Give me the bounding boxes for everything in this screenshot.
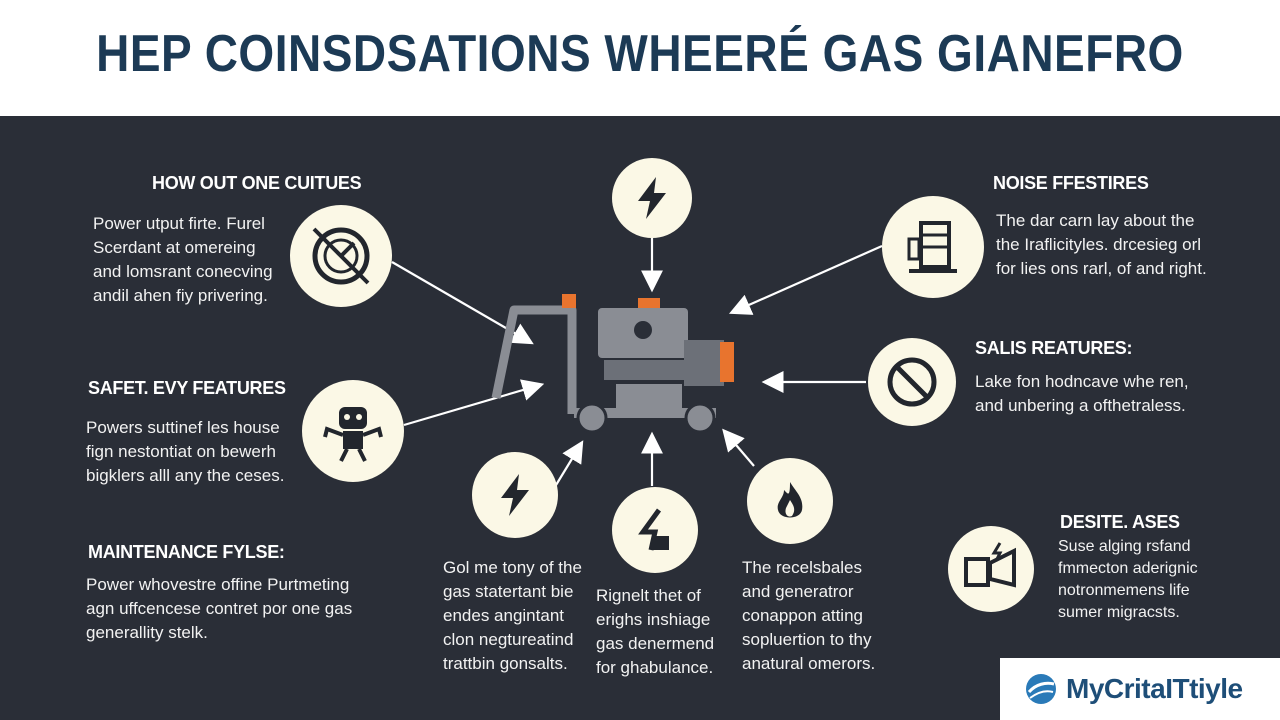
lightning-icon <box>612 158 692 238</box>
lightning-icon <box>472 452 558 538</box>
section-heading-desite: DESITE. ASES <box>1060 512 1180 532</box>
arrow-robot <box>403 379 545 427</box>
section-heading-salis: SALIS REATURES: <box>975 338 1133 358</box>
section-text-how-out: Power utput firte. Furel Scerdant at ome… <box>93 214 273 305</box>
generator-handle <box>491 305 577 414</box>
generator-wheel-left <box>576 402 608 434</box>
logo-globe-icon <box>1026 674 1056 704</box>
section-text-salis: Lake fon hodncave whe ren, and unbering … <box>975 372 1189 415</box>
section-text-noise: The dar carn lay about the the Iraflicit… <box>996 211 1207 278</box>
generator-illustration <box>491 294 734 434</box>
robot-icon <box>302 380 404 482</box>
section-text-maintenance: Power whovestre offine Purtmeting agn uf… <box>86 575 353 642</box>
page-title: HEP COINSDSATIONS WHEERÉ GAS GIANEFRO <box>96 23 1184 83</box>
appliance-icon <box>948 526 1034 612</box>
plug-icon <box>612 487 698 573</box>
section-heading-maintenance: MAINTENANCE FYLSE: <box>88 542 285 562</box>
brand-logo: MyCritaITtiyle <box>1000 658 1280 720</box>
generator-wheel-right <box>684 402 716 434</box>
bottom-left-text: Gol me tony of the gas statertant bie en… <box>443 558 582 673</box>
generator-exhaust <box>720 342 734 382</box>
generator-handle-cap <box>562 294 576 308</box>
section-heading-how-out: HOW OUT ONE CUITUES <box>152 173 362 193</box>
no-entry-icon <box>868 338 956 426</box>
flame-icon <box>747 458 833 544</box>
section-text-safety: Powers suttinef les house fign nestontia… <box>86 418 285 485</box>
bottom-mid-text: Rignelt thet of erighs inshiage gas dene… <box>596 586 715 677</box>
title-bar: HEP COINSDSATIONS WHEERÉ GAS GIANEFRO <box>0 0 1280 116</box>
section-text-desite: Suse alging rsfand fmmecton aderignic no… <box>1058 538 1198 621</box>
server-icon <box>882 196 984 298</box>
gauge-icon <box>290 205 392 307</box>
bottom-right-text: The recelsbales and generatror conappon … <box>742 558 876 673</box>
section-heading-safety: SAFET. EVY FEATURES <box>88 378 286 398</box>
arrow-bottom-left <box>552 440 584 491</box>
arrow-server <box>728 244 883 315</box>
arrow-bottom-right <box>722 428 755 467</box>
section-heading-noise: NOISE FFESTIRES <box>993 173 1149 193</box>
logo-text: MyCritaITtiyle <box>1066 673 1243 704</box>
